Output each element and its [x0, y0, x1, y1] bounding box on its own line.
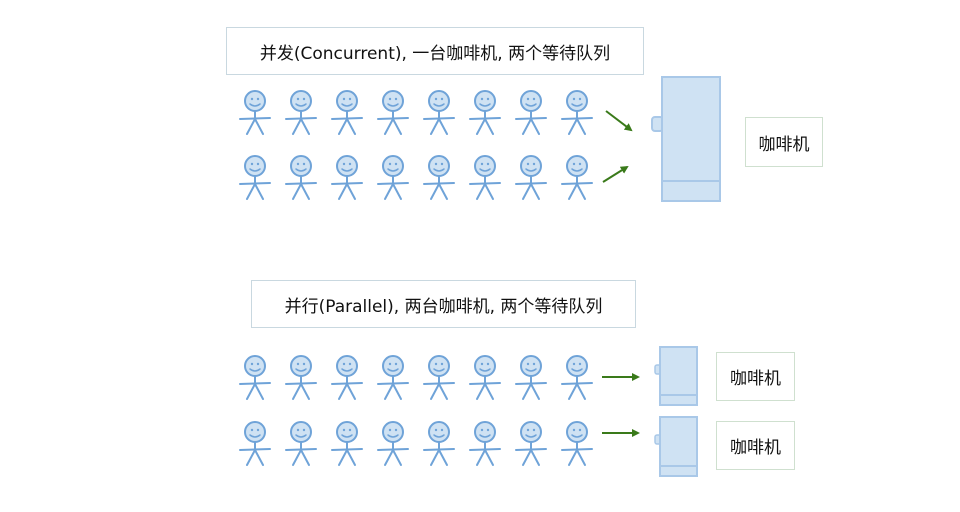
person-icon — [331, 155, 363, 200]
person-icon — [377, 421, 409, 466]
person-icon — [239, 90, 271, 135]
arrow-queue2-to-machine — [602, 165, 629, 183]
person-icon — [515, 355, 547, 400]
person-icon — [239, 155, 271, 200]
person-icon — [285, 155, 317, 200]
person-icon — [331, 355, 363, 400]
person-icon — [239, 355, 271, 400]
person-icon — [561, 90, 593, 135]
arrow-queue1-to-machine — [605, 110, 633, 132]
person-icon — [285, 355, 317, 400]
person-icon — [331, 421, 363, 466]
person-icon — [331, 90, 363, 135]
parallel-title: 并行(Parallel), 两台咖啡机, 两个等待队列 — [251, 280, 636, 328]
person-icon — [469, 90, 501, 135]
person-icon — [285, 90, 317, 135]
concurrent-title: 并发(Concurrent), 一台咖啡机, 两个等待队列 — [226, 27, 644, 75]
machine-label-2: 咖啡机 — [716, 421, 795, 470]
person-icon — [561, 355, 593, 400]
person-icon — [377, 355, 409, 400]
coffee-machine-parallel-1 — [654, 346, 698, 406]
person-icon — [515, 421, 547, 466]
person-icon — [469, 421, 501, 466]
coffee-machine-concurrent — [651, 76, 721, 202]
coffee-machine-parallel-2 — [654, 416, 698, 477]
machine-label-1: 咖啡机 — [716, 352, 795, 401]
person-icon — [515, 90, 547, 135]
person-icon — [561, 421, 593, 466]
person-icon — [423, 421, 455, 466]
person-icon — [561, 155, 593, 200]
person-icon — [469, 355, 501, 400]
person-icon — [423, 90, 455, 135]
person-icon — [423, 355, 455, 400]
person-icon — [377, 155, 409, 200]
person-icon — [377, 90, 409, 135]
person-icon — [469, 155, 501, 200]
person-icon — [423, 155, 455, 200]
person-icon — [239, 421, 271, 466]
person-icon — [285, 421, 317, 466]
machine-label: 咖啡机 — [745, 117, 823, 167]
person-icon — [515, 155, 547, 200]
